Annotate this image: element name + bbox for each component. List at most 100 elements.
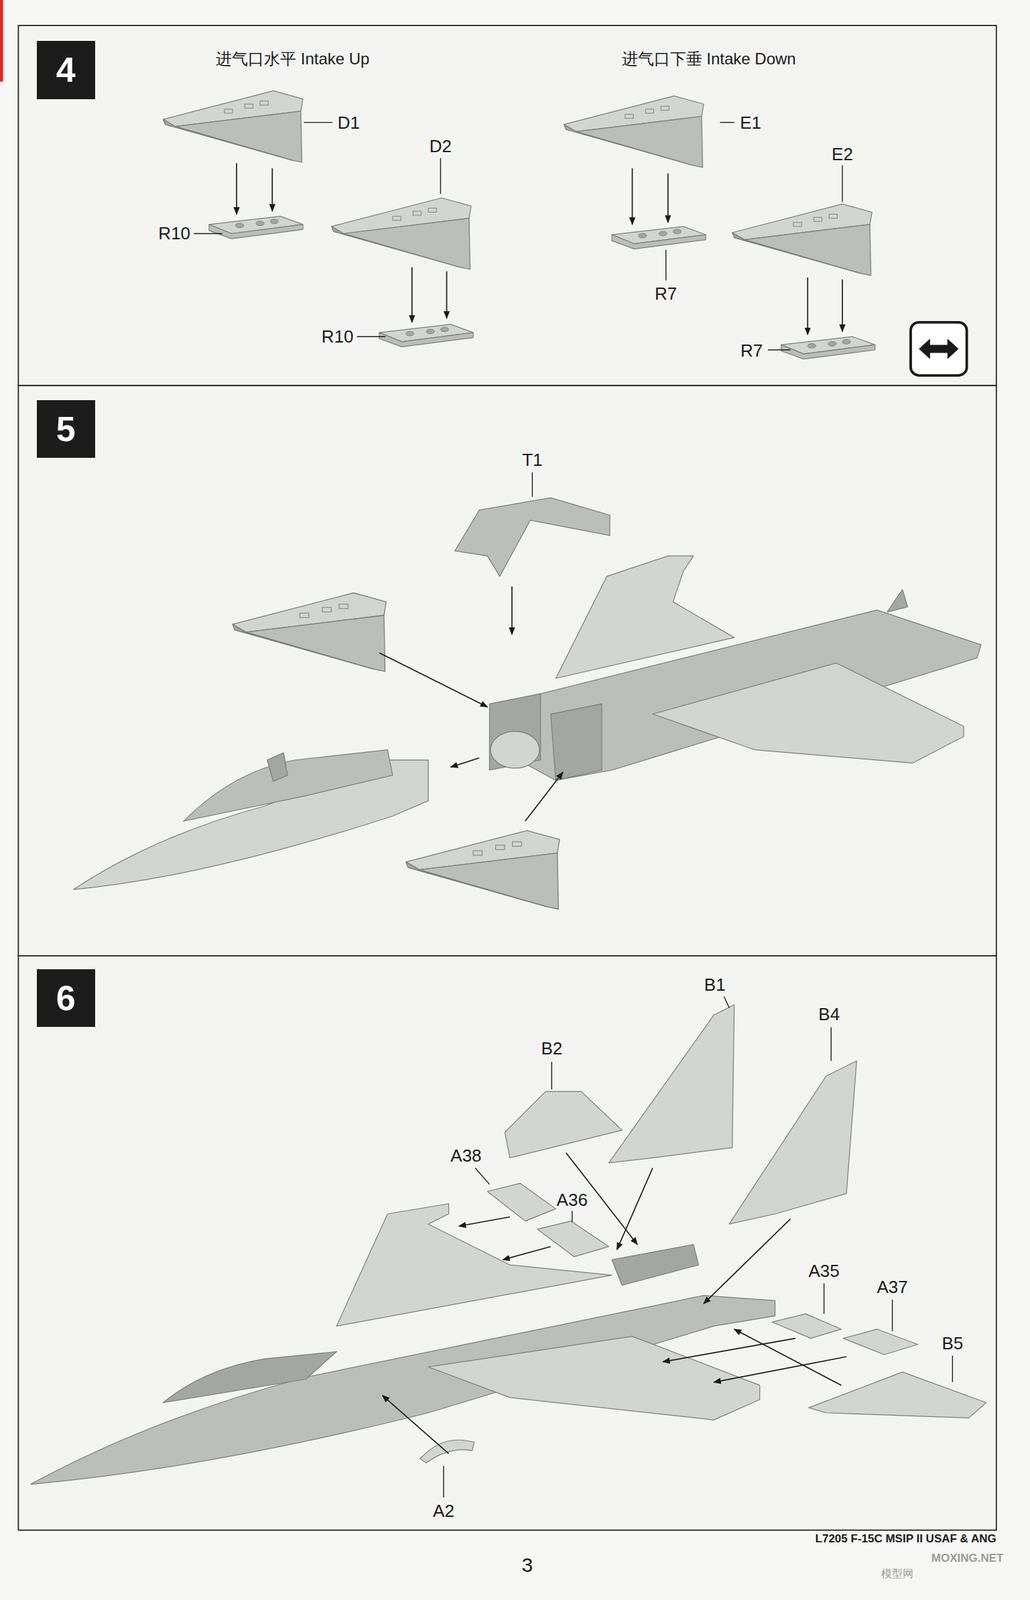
assembly-arrow — [617, 1168, 653, 1250]
ramp-side — [175, 111, 303, 163]
intake-lip — [490, 731, 540, 768]
ramp-edge — [406, 861, 548, 907]
panel-detail — [244, 103, 253, 108]
leader-line — [723, 996, 730, 1008]
aircraft — [30, 1203, 776, 1485]
canopy — [183, 749, 393, 822]
ramp-edge — [162, 119, 292, 161]
option-heading: 进气口水平 Intake Up — [215, 50, 370, 68]
assembly-arrow — [713, 1356, 847, 1382]
step-badge: 6 — [36, 969, 96, 1028]
nozzle — [887, 589, 908, 612]
air-brake — [504, 1090, 622, 1158]
assembly-arrow — [703, 1218, 791, 1304]
plate-peg — [235, 223, 244, 228]
watermark: 模型网 — [881, 1567, 914, 1580]
intake-duct — [550, 703, 602, 781]
plate-peg — [672, 229, 681, 234]
step-badge: 4 — [36, 40, 96, 100]
kit-footer: L7205 F-15C MSIP II USAF & ANG — [815, 1532, 997, 1546]
step-panel — [18, 25, 996, 386]
fin — [729, 1060, 857, 1224]
ramp-edge — [331, 226, 461, 268]
leader-line — [551, 1061, 553, 1089]
leader-line — [475, 1168, 490, 1185]
step-number: 6 — [56, 980, 76, 1016]
intake-ramp — [732, 203, 872, 276]
ramp-side — [744, 224, 872, 276]
intake-duct — [489, 693, 541, 770]
assembly-arrow — [525, 771, 563, 821]
leader-line — [823, 1282, 825, 1314]
assembly-arrow — [382, 1395, 449, 1454]
canopy-part — [455, 497, 610, 577]
plate-peg — [270, 219, 279, 224]
leader-line — [891, 1299, 893, 1331]
ramp-side — [343, 218, 471, 270]
panel-detail — [793, 222, 802, 227]
panel — [771, 1313, 842, 1339]
part-number: E1 — [739, 112, 762, 133]
symmetry-icon — [910, 322, 968, 376]
panel-detail — [339, 603, 348, 609]
wing — [428, 1336, 760, 1421]
ramp-edge — [732, 232, 862, 274]
plate-peg — [426, 329, 435, 334]
panel-detail — [473, 850, 482, 856]
aircraft-body — [489, 555, 981, 781]
step-panel — [18, 385, 996, 956]
part-number: A37 — [876, 1277, 908, 1297]
part-number: B2 — [540, 1038, 563, 1059]
loose-parts — [420, 1004, 987, 1463]
assembly-arrow — [502, 1246, 551, 1260]
assembly-arrow — [271, 168, 273, 212]
assembly-arrow — [379, 652, 488, 707]
part-number: B1 — [704, 974, 726, 994]
plate-side — [781, 344, 876, 359]
assembly-arrow — [631, 168, 634, 225]
assembly-arrow — [662, 1338, 796, 1362]
leader-line — [719, 121, 734, 123]
intake-ramp — [564, 95, 704, 168]
assembly-arrow — [841, 279, 844, 332]
plate-side — [611, 234, 706, 249]
part-number: R10 — [321, 327, 354, 347]
canopy — [162, 1350, 337, 1402]
leader-line — [357, 336, 386, 338]
leader-line — [841, 165, 843, 203]
step-panel — [18, 955, 996, 1530]
leader-line — [830, 1026, 832, 1061]
ramp-side — [245, 615, 386, 672]
assembly-arrow — [734, 1328, 842, 1386]
leader-line — [532, 472, 533, 498]
mount-plate — [611, 226, 706, 249]
wing — [652, 662, 964, 763]
panel-detail — [625, 113, 634, 118]
leader-line — [571, 1210, 573, 1222]
intake-ramp — [232, 592, 386, 671]
plate-peg — [406, 331, 415, 336]
step-number: 5 — [56, 411, 76, 447]
panel-detail — [660, 105, 669, 110]
plate-peg — [255, 221, 265, 226]
leader-line — [952, 1355, 953, 1383]
panel-detail — [412, 211, 421, 216]
mount-plate — [209, 216, 303, 239]
fuselage — [499, 609, 982, 781]
panel-detail — [495, 845, 505, 850]
double-arrow-symbol — [918, 338, 959, 359]
plate-peg — [638, 233, 647, 238]
mount-plate — [379, 324, 474, 347]
part-number: B5 — [941, 1333, 963, 1354]
plate-side — [379, 332, 474, 347]
panel-detail — [392, 216, 401, 221]
assembly-arrow — [446, 271, 448, 319]
panel-detail — [260, 101, 269, 106]
plate-side — [209, 224, 303, 239]
option-heading: 进气口下垂 Intake Down — [621, 50, 797, 68]
leader-line — [303, 121, 333, 123]
panel-detail — [299, 613, 309, 618]
